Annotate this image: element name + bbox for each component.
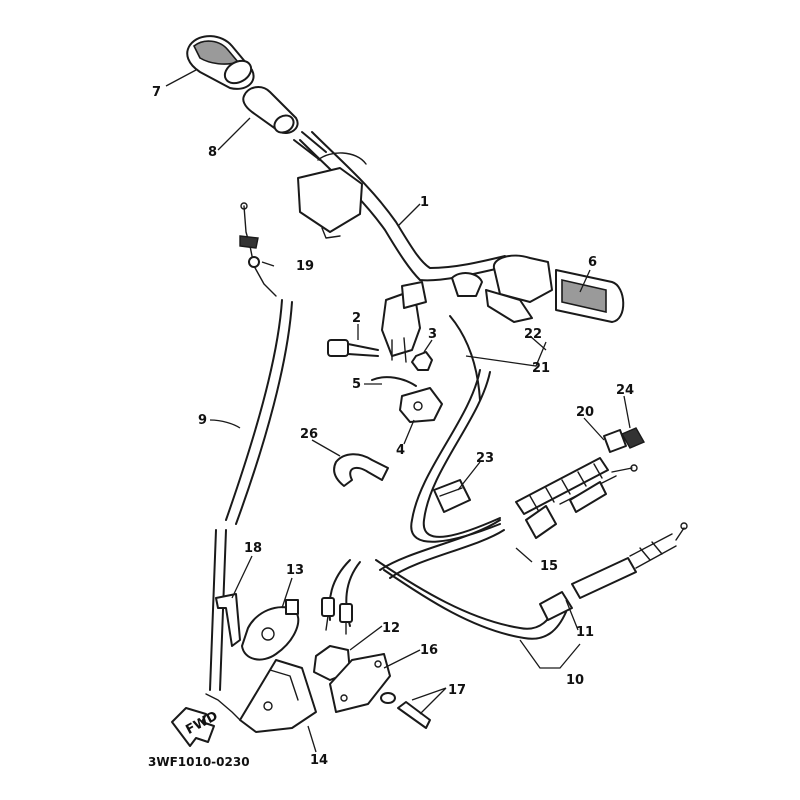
callout-2: 2 (352, 311, 361, 326)
cap (621, 427, 645, 449)
callout-9: 9 (198, 413, 207, 428)
cable-10 (321, 559, 567, 640)
adjuster-nut (603, 429, 627, 453)
bolt (327, 339, 379, 357)
clip (333, 453, 389, 487)
callout-16: 16 (420, 643, 438, 658)
callout-4: 4 (396, 443, 405, 458)
callout-23: 23 (476, 451, 494, 466)
cable-holder (399, 387, 443, 423)
leader-lines (165, 69, 631, 753)
cable-9 (205, 202, 293, 721)
throttle-housing (239, 659, 317, 733)
fwd-arrow: FWD (171, 707, 221, 747)
nut (411, 351, 433, 371)
cable-junction (241, 599, 300, 661)
callout-3: 3 (428, 327, 437, 342)
handlebar-holder (381, 281, 427, 363)
callout-20: 20 (576, 405, 594, 420)
callout-13: 13 (286, 563, 304, 578)
cover (329, 653, 391, 713)
cable-15 (379, 315, 505, 579)
cable-adjuster-11 (539, 522, 688, 621)
right-switch-housing (451, 254, 553, 323)
callout-21: 21 (532, 361, 550, 376)
bracket (215, 593, 241, 647)
callout-22: 22 (524, 327, 542, 342)
callout-24: 24 (616, 383, 634, 398)
callout-5: 5 (352, 377, 361, 392)
callout-12: 12 (382, 621, 400, 636)
callout-19: 19 (296, 259, 314, 274)
left-switch-housing (297, 152, 367, 239)
left-grip (186, 35, 255, 90)
callout-26: 26 (300, 427, 318, 442)
callout-6: 6 (588, 255, 597, 270)
callout-8: 8 (208, 145, 217, 160)
right-grip (555, 269, 625, 323)
callout-7: 7 (152, 85, 161, 100)
callout-11: 11 (576, 625, 594, 640)
callouts: 7 8 1 6 19 2 3 22 21 5 24 20 9 26 4 23 1… (152, 85, 634, 768)
screw (380, 692, 431, 729)
band (371, 376, 417, 387)
throttle-tube (242, 86, 327, 161)
callout-17: 17 (448, 683, 466, 698)
callout-14: 14 (310, 753, 328, 768)
callout-18: 18 (244, 541, 262, 556)
callout-10: 10 (566, 673, 584, 688)
diagram-code: 3WF1010-0230 (148, 755, 250, 769)
callout-15: 15 (540, 559, 558, 574)
callout-1: 1 (420, 195, 429, 210)
cable-guide (433, 479, 471, 513)
throttle-cable-adjuster (515, 457, 638, 539)
